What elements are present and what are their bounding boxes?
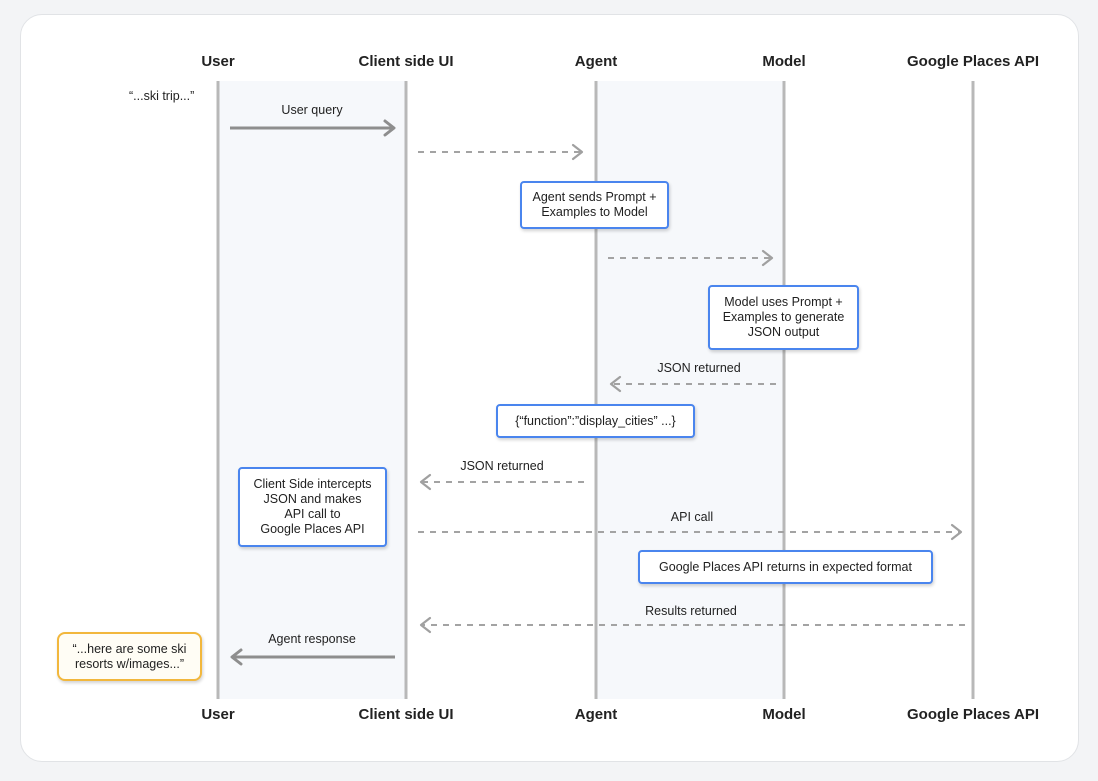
note-model-generates-json: Model uses Prompt + Examples to generate… xyxy=(708,285,859,350)
note-line: resorts w/images...” xyxy=(74,656,185,671)
arrow-client-to-agent xyxy=(418,143,584,161)
actor-label-user-top: User xyxy=(201,53,235,70)
actor-label-client-bottom: Client side UI xyxy=(358,706,454,723)
arrow-agent-response xyxy=(230,648,395,666)
arrow-model-to-agent xyxy=(609,375,776,393)
note-line: Examples to Model xyxy=(541,205,648,219)
note-line: Google Places API xyxy=(260,522,365,536)
label-agent-response: Agent response xyxy=(268,632,356,646)
lane-user-client xyxy=(218,81,406,699)
actor-label-user-bottom: User xyxy=(201,706,235,723)
note-line: JSON output xyxy=(747,325,820,339)
arrow-agent-to-model xyxy=(608,249,774,267)
note-agent-sends-prompt: Agent sends Prompt + Examples to Model xyxy=(520,181,669,229)
note-function-call: {“function”:”display_cities” ...} xyxy=(496,404,695,438)
actor-label-model-bottom: Model xyxy=(762,706,806,723)
note-line: “...here are some ski xyxy=(72,641,187,656)
label-results-returned: Results returned xyxy=(645,604,737,618)
label-user-query: User query xyxy=(281,103,343,117)
note-final-response: “...here are some ski resorts w/images..… xyxy=(57,632,202,681)
arrow-user-query xyxy=(230,119,396,137)
note-client-intercepts: Client Side intercepts JSON and makes AP… xyxy=(238,467,387,547)
actor-label-agent-top: Agent xyxy=(574,53,618,70)
arrow-api-call xyxy=(418,523,963,541)
label-api-call: API call xyxy=(670,510,714,524)
actor-label-places-top: Google Places API xyxy=(907,53,1039,70)
sequence-diagram: User Client side UI Agent Model Google P… xyxy=(20,14,1079,762)
actor-label-places-bottom: Google Places API xyxy=(907,706,1039,723)
note-line: API call to xyxy=(284,507,341,521)
actor-label-agent-bottom: Agent xyxy=(574,706,618,723)
label-json-returned-model: JSON returned xyxy=(657,361,741,375)
note-line: Agent sends Prompt + xyxy=(532,190,657,204)
arrow-results-returned xyxy=(419,616,965,634)
actor-label-model-top: Model xyxy=(762,53,806,70)
note-line: {“function”:”display_cities” ...} xyxy=(515,413,676,428)
note-places-returns: Google Places API returns in expected fo… xyxy=(638,550,933,584)
note-line: Client Side intercepts xyxy=(253,477,372,491)
label-json-returned-agent: JSON returned xyxy=(460,459,544,473)
note-line: Model uses Prompt + xyxy=(724,295,843,309)
note-line: Google Places API returns in expected fo… xyxy=(659,559,912,574)
note-line: Examples to generate xyxy=(722,310,845,324)
user-quote: “...ski trip...” xyxy=(129,89,195,103)
arrow-agent-to-client xyxy=(419,473,584,491)
note-line: JSON and makes xyxy=(263,492,362,506)
actor-label-client-top: Client side UI xyxy=(358,53,454,70)
